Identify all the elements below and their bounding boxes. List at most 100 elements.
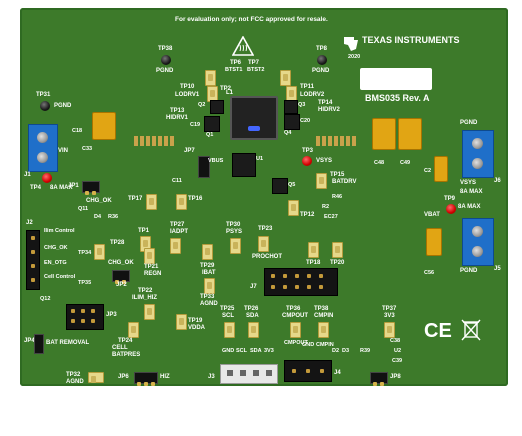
q12-label: Q12 xyxy=(40,296,51,302)
tp28-name: CHG_OK xyxy=(108,260,134,266)
j1-vin-label: VIN xyxy=(58,148,69,154)
tp37-name: 3V3 xyxy=(384,313,395,319)
tp4-label: TP4 xyxy=(30,185,42,191)
tp17-label: TP17 xyxy=(128,196,143,202)
tp37-label: TP37 xyxy=(382,306,397,312)
tp22-pin[interactable] xyxy=(144,304,155,320)
j3-sda-label: SDA xyxy=(250,348,262,354)
terminal-j6[interactable] xyxy=(462,130,494,178)
connector-j3[interactable] xyxy=(220,364,278,384)
tp31-name: PGND xyxy=(54,103,72,109)
tp38-test-point[interactable] xyxy=(161,55,171,65)
jp8-label: JP8 xyxy=(390,374,401,380)
screw xyxy=(472,158,483,169)
header-j7[interactable] xyxy=(264,268,338,296)
jumper-jp8[interactable] xyxy=(370,372,388,386)
j4-gnd-label: GND xyxy=(302,342,315,348)
tp15-pin[interactable] xyxy=(316,173,327,189)
tp17-pin[interactable] xyxy=(146,194,157,210)
r36-label: R36 xyxy=(108,214,119,220)
c11-label: C11 xyxy=(172,178,182,184)
tp36-pin[interactable] xyxy=(290,322,301,338)
tp23-pin[interactable] xyxy=(258,236,269,252)
j3-label: J3 xyxy=(208,374,215,380)
j2-label: J2 xyxy=(26,220,33,226)
terminal-j5[interactable] xyxy=(462,218,494,266)
smd-part xyxy=(158,136,162,146)
chg-ok-label: CHG_OK xyxy=(86,198,112,204)
jp6-name: HIZ xyxy=(160,374,170,380)
jp7-name: VBUS xyxy=(208,158,224,164)
j6-max-label: 8A MAX xyxy=(460,189,483,195)
tp12-label: TP12 xyxy=(300,212,315,218)
jumper-jp2[interactable] xyxy=(112,270,130,284)
smd-part xyxy=(134,136,138,146)
controller-u1 xyxy=(232,153,256,177)
tp32-name: AGND xyxy=(66,379,84,385)
tp3-test-point[interactable] xyxy=(302,156,312,166)
tp26-pin[interactable] xyxy=(248,322,259,338)
tp21-name: REGN xyxy=(144,271,162,277)
tp24-pin[interactable] xyxy=(128,322,139,338)
tp28-pin[interactable] xyxy=(94,244,105,260)
tp31-test-point[interactable] xyxy=(40,101,50,111)
tp25-pin[interactable] xyxy=(224,322,235,338)
tp16-pin[interactable] xyxy=(176,194,187,210)
tp30-pin[interactable] xyxy=(230,238,241,254)
tp19-pin[interactable] xyxy=(176,314,187,330)
j4-cmpout-label: CMPOUT xyxy=(284,340,308,346)
jp7-label: JP7 xyxy=(184,148,195,154)
tp20-pin[interactable] xyxy=(332,242,343,258)
smd-part xyxy=(146,136,150,146)
capacitor-c49 xyxy=(398,118,422,150)
tp6-pin[interactable] xyxy=(205,70,216,86)
d2-label: D2 xyxy=(332,348,340,354)
header-j2[interactable] xyxy=(26,230,40,290)
tp4-test-point[interactable] xyxy=(42,173,52,183)
tp25-name: SCL xyxy=(222,313,234,319)
q4-label: Q4 xyxy=(284,130,292,136)
tp18-pin[interactable] xyxy=(308,242,319,258)
r2-label: R2 xyxy=(322,204,330,210)
tp38b-pin[interactable] xyxy=(318,322,329,338)
tp11-label: TP11 xyxy=(300,84,315,90)
jumper-jp1[interactable] xyxy=(82,181,100,195)
tp2-label: TP2 xyxy=(220,86,232,92)
connector-j4[interactable] xyxy=(284,360,332,382)
tp24-name: CELL BATPRES xyxy=(112,345,141,358)
tp29-pin[interactable] xyxy=(202,244,213,260)
j7-label: J7 xyxy=(250,284,257,290)
tp19-label: TP19 xyxy=(188,318,203,324)
tp31-label: TP31 xyxy=(36,92,51,98)
tp14-label: TP14 xyxy=(318,100,333,106)
board-year: 2020 xyxy=(348,54,361,60)
smd-part xyxy=(346,136,350,146)
jp1-label: JP1 xyxy=(68,183,79,189)
tp20-label: TP20 xyxy=(330,260,345,266)
tp1-label: TP1 xyxy=(138,228,150,234)
jumper-jp7[interactable] xyxy=(198,156,210,178)
tp21-label: TP21 xyxy=(144,264,159,270)
tp33-label: TP33 xyxy=(200,294,215,300)
j6-pgnd-label: PGND xyxy=(460,120,478,126)
r46-label: R46 xyxy=(332,194,343,200)
tp33-pin[interactable] xyxy=(204,278,215,294)
weee-bin-icon xyxy=(460,318,482,342)
jumper-jp6[interactable] xyxy=(134,372,158,386)
tp12-pin[interactable] xyxy=(288,200,299,216)
ce-mark-icon: CE xyxy=(424,320,452,342)
tp29-name: IBAT xyxy=(202,270,216,276)
smd-part xyxy=(170,136,174,146)
tp9-test-point[interactable] xyxy=(446,204,456,214)
tp27-pin[interactable] xyxy=(170,238,181,254)
header-jp3[interactable] xyxy=(66,304,104,330)
tp8-test-point[interactable] xyxy=(317,55,327,65)
terminal-j1[interactable] xyxy=(28,124,58,172)
tp21-pin[interactable] xyxy=(144,248,155,264)
jumper-jp4[interactable] xyxy=(34,334,44,354)
tp32-pin[interactable] xyxy=(88,372,104,383)
mosfet-q4 xyxy=(284,114,300,130)
tp37-pin[interactable] xyxy=(384,322,395,338)
j3-3v3-label: 3V3 xyxy=(264,348,274,354)
tp7-pin[interactable] xyxy=(280,70,291,86)
